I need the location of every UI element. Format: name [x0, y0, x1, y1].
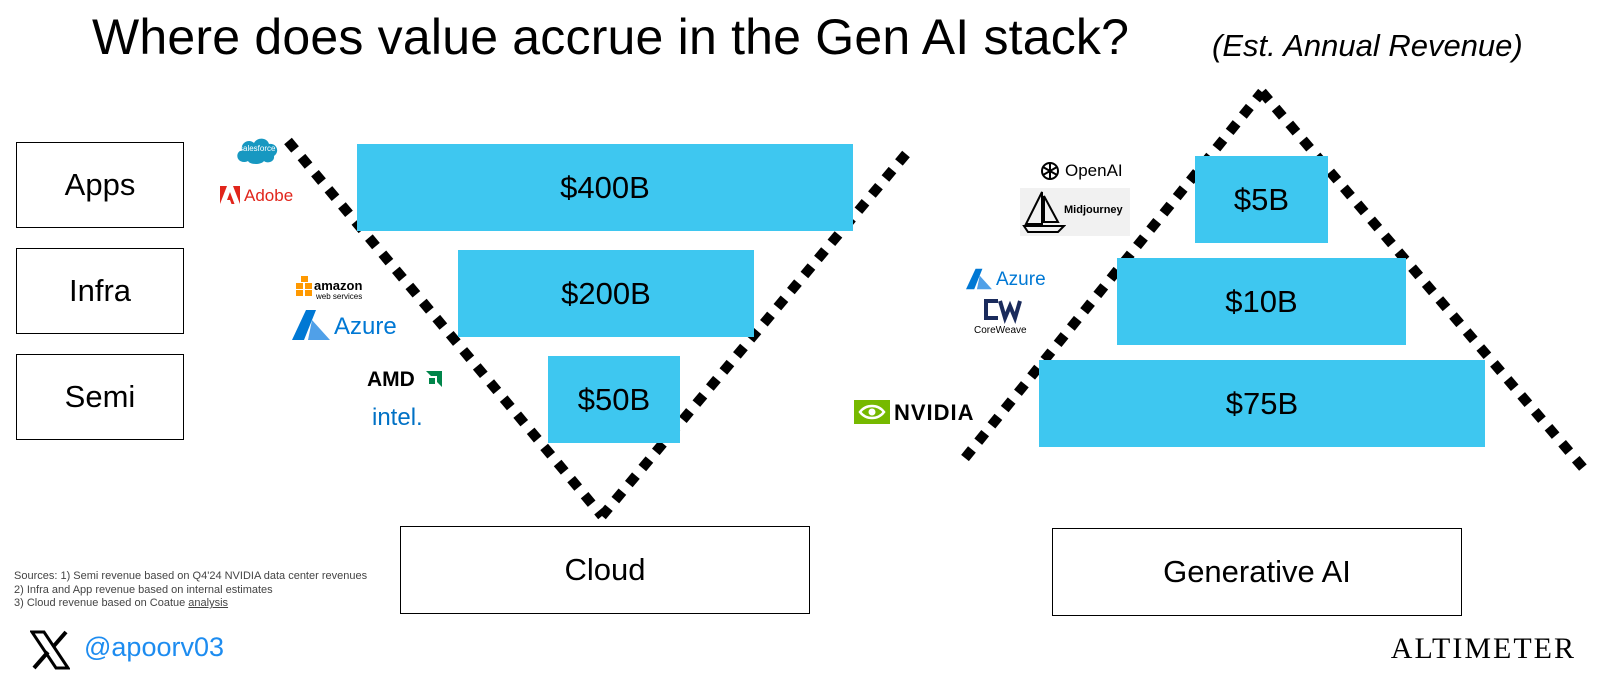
intel-logo: intel.	[372, 404, 423, 431]
aws-wordmark: amazon	[314, 278, 363, 293]
layer-box-apps: Apps	[16, 142, 184, 228]
analysis-link[interactable]: analysis	[188, 597, 229, 609]
cloud-bar-infra: $200B	[458, 250, 754, 337]
salesforce-cloud-icon	[237, 138, 278, 164]
altimeter-brand: ALTIMETER	[1390, 632, 1576, 665]
openai-knot-icon	[1041, 162, 1059, 180]
adobe-icon	[220, 186, 240, 204]
layer-box-semi: Semi	[16, 354, 184, 440]
sources-line-2: 2) Infra and App revenue based on intern…	[14, 583, 273, 596]
cloud-funnel-right-line	[598, 150, 910, 520]
page-title: Where does value accrue in the Gen AI st…	[92, 9, 1130, 65]
genai-bar-apps: $5B	[1195, 156, 1328, 243]
aws-logo: amazon web services	[296, 276, 376, 304]
cloud-label-box: Cloud	[400, 526, 810, 614]
salesforce-wordmark: salesforce	[239, 144, 276, 153]
nvidia-wordmark: NVIDIA	[894, 400, 975, 425]
cloud-bar-apps: $400B	[357, 144, 853, 231]
genai-bar-semi: $75B	[1039, 360, 1485, 447]
sources-line-3-text: 3) Cloud revenue based on Coatue	[14, 597, 189, 609]
aws-boxes-icon	[296, 276, 312, 296]
midjourney-wordmark: Midjourney	[1064, 204, 1123, 216]
azure-icon	[966, 268, 992, 290]
azure-wordmark-genai: Azure	[996, 269, 1046, 290]
aws-subtitle: web services	[316, 292, 363, 301]
azure-icon	[292, 310, 330, 340]
genai-label-box: Generative AI	[1052, 528, 1462, 616]
azure-wordmark-cloud: Azure	[334, 313, 397, 340]
genai-pyramid-left-line	[961, 88, 1266, 462]
sources-note: Sources: 1) Semi revenue based on Q4'24 …	[14, 570, 367, 611]
midjourney-boat-icon	[1022, 191, 1066, 233]
page-subtitle: (Est. Annual Revenue)	[1212, 28, 1523, 63]
cloud-bar-semi: $50B	[548, 356, 680, 443]
layer-box-infra: Infra	[16, 248, 184, 334]
amd-wordmark: AMD	[367, 368, 415, 391]
midjourney-logo: Midjourney	[1020, 188, 1130, 236]
nvidia-eye-icon	[854, 400, 890, 424]
x-logo-icon	[30, 630, 70, 670]
coreweave-icon	[984, 299, 1022, 324]
genai-bar-infra: $10B	[1117, 258, 1406, 345]
twitter-handle[interactable]: @apoorv03	[84, 632, 224, 662]
coreweave-wordmark: CoreWeave	[974, 325, 1027, 336]
openai-wordmark: OpenAI	[1065, 161, 1123, 180]
sources-line-3: 3) Cloud revenue based on Coatue analysi…	[14, 597, 367, 611]
cloud-funnel-left-line	[284, 137, 606, 520]
salesforce-logo: salesforce	[234, 134, 280, 171]
sources-line-1: Sources: 1) Semi revenue based on Q4'24 …	[14, 570, 368, 582]
adobe-wordmark: Adobe	[244, 186, 294, 205]
amd-arrow-icon	[426, 371, 442, 387]
